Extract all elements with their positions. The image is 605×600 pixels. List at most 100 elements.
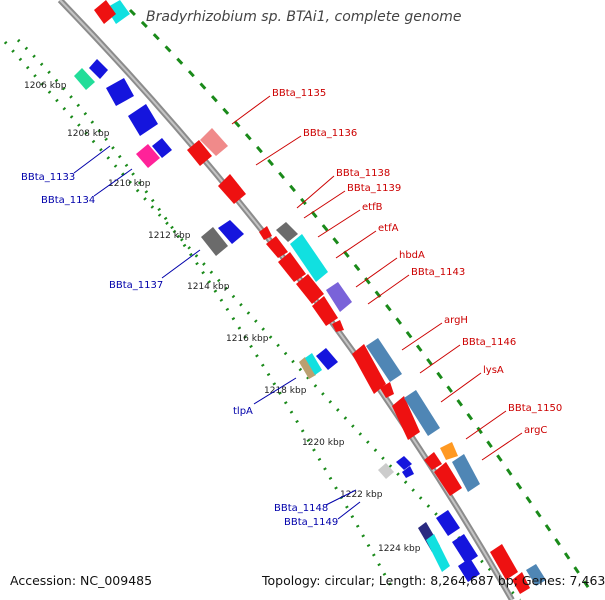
kbp-tick-label: 1222 kbp — [340, 490, 383, 500]
kbp-tick-label: 1216 kbp — [226, 334, 269, 344]
gene-label[interactable]: hbdA — [399, 250, 425, 261]
feature-steel-blue[interactable] — [452, 454, 480, 492]
gene-label[interactable]: BBta_1139 — [347, 183, 401, 194]
feature-blue[interactable] — [402, 466, 414, 478]
feature-blue[interactable] — [152, 138, 172, 158]
feature-purple[interactable] — [326, 282, 352, 312]
feature-steel-blue[interactable] — [404, 390, 440, 436]
leader-line — [231, 95, 271, 125]
gene-label[interactable]: BBta_1133 — [21, 172, 75, 183]
feature-red[interactable] — [218, 174, 246, 204]
gene-label[interactable]: BBta_1150 — [508, 403, 562, 414]
feature-light-gray[interactable] — [378, 463, 394, 479]
feature-red[interactable] — [512, 572, 530, 594]
feature-steel-blue[interactable] — [526, 564, 546, 586]
feature-blue[interactable] — [128, 104, 158, 136]
kbp-tick-label: 1218 kbp — [264, 386, 307, 396]
kbp-ticks: 1206 kbp 1208 kbp 1210 kbp 1212 kbp 1214… — [24, 81, 421, 554]
topology-label: Topology: circular; Length: 8,264,687 bp… — [262, 573, 605, 588]
feature-blue[interactable] — [436, 510, 460, 536]
forward-strand-features — [94, 0, 546, 594]
leader-line — [367, 274, 410, 305]
gene-label[interactable]: BBta_1134 — [41, 195, 95, 206]
leader-line — [481, 432, 523, 461]
leader-line — [465, 410, 507, 440]
gene-label[interactable]: lysA — [483, 365, 504, 376]
leader-line — [335, 230, 377, 259]
gene-label[interactable]: argH — [444, 315, 468, 326]
gene-label[interactable]: BBta_1138 — [336, 168, 390, 179]
kbp-tick-label: 1206 kbp — [24, 81, 67, 91]
feature-red[interactable] — [332, 320, 344, 332]
feature-red[interactable] — [352, 344, 386, 394]
reverse-strand-features — [74, 0, 480, 582]
feature-blue[interactable] — [452, 534, 478, 564]
feature-orange[interactable] — [440, 442, 458, 460]
accession-label: Accession: NC_009485 — [10, 573, 153, 588]
feature-green[interactable] — [74, 68, 95, 90]
leader-line — [401, 322, 443, 351]
leader-line — [440, 372, 482, 403]
feature-cyan[interactable] — [305, 353, 322, 375]
gene-label[interactable]: BBta_1149 — [284, 517, 338, 528]
kbp-tick-label: 1212 kbp — [148, 231, 191, 241]
feature-red[interactable] — [490, 544, 518, 580]
feature-cyan[interactable] — [290, 234, 328, 282]
feature-blue[interactable] — [458, 558, 480, 582]
feature-cyan[interactable] — [426, 534, 450, 572]
feature-blue[interactable] — [106, 78, 134, 106]
leader-line — [419, 344, 461, 374]
gene-label[interactable]: BBta_1135 — [272, 88, 326, 99]
leader-line — [161, 249, 201, 279]
kbp-tick-label: 1224 kbp — [378, 544, 421, 554]
feature-gray[interactable] — [201, 227, 228, 256]
feature-red[interactable] — [278, 252, 306, 282]
feature-red[interactable] — [434, 462, 462, 496]
feature-red[interactable] — [424, 452, 442, 470]
feature-red[interactable] — [380, 382, 394, 398]
kbp-tick-label: 1214 kbp — [187, 282, 230, 292]
gene-label[interactable]: BBta_1137 — [109, 280, 163, 291]
feature-gray[interactable] — [276, 222, 298, 242]
feature-tan[interactable] — [299, 357, 316, 379]
ruler-outer — [128, 8, 592, 591]
leader-line — [325, 489, 357, 506]
leader-line — [317, 209, 361, 238]
kbp-tick-label: 1208 kbp — [67, 129, 110, 139]
feature-steel-blue[interactable] — [366, 338, 402, 382]
feature-pink[interactable] — [200, 128, 228, 156]
ruler-mid — [16, 38, 394, 589]
leader-line — [255, 135, 302, 166]
leader-line — [337, 501, 361, 520]
feature-blue[interactable] — [218, 220, 244, 244]
feature-red[interactable] — [312, 296, 338, 326]
kbp-tick-label: 1220 kbp — [302, 438, 345, 448]
gene-label[interactable]: argC — [524, 425, 547, 436]
reverse-gene-labels: BBta_1133 BBta_1134 BBta_1137 tlpA BBta_… — [21, 145, 361, 528]
leader-line — [296, 175, 335, 209]
feature-red[interactable] — [266, 236, 288, 258]
gene-label[interactable]: etfB — [362, 202, 383, 213]
genome-title: Bradyrhizobium sp. BTAi1, complete genom… — [146, 9, 462, 25]
feature-cyan[interactable] — [106, 0, 130, 24]
feature-blue[interactable] — [396, 456, 412, 470]
feature-red[interactable] — [187, 140, 212, 166]
gene-label[interactable]: BBta_1136 — [303, 128, 357, 139]
gene-label[interactable]: etfA — [378, 223, 399, 234]
feature-red[interactable] — [259, 226, 272, 240]
gene-label[interactable]: BBta_1146 — [462, 337, 516, 348]
kbp-tick-label: 1210 kbp — [108, 179, 151, 189]
gene-label[interactable]: tlpA — [233, 406, 253, 417]
feature-red[interactable] — [392, 396, 420, 440]
leader-line — [253, 377, 297, 405]
feature-blue[interactable] — [316, 348, 338, 370]
gene-label[interactable]: BBta_1148 — [274, 503, 328, 514]
feature-red[interactable] — [94, 0, 116, 24]
leader-line — [355, 257, 398, 288]
feature-blue[interactable] — [89, 59, 108, 79]
gene-label[interactable]: BBta_1143 — [411, 267, 465, 278]
feature-red[interactable] — [296, 274, 324, 304]
feature-magenta[interactable] — [136, 144, 160, 168]
